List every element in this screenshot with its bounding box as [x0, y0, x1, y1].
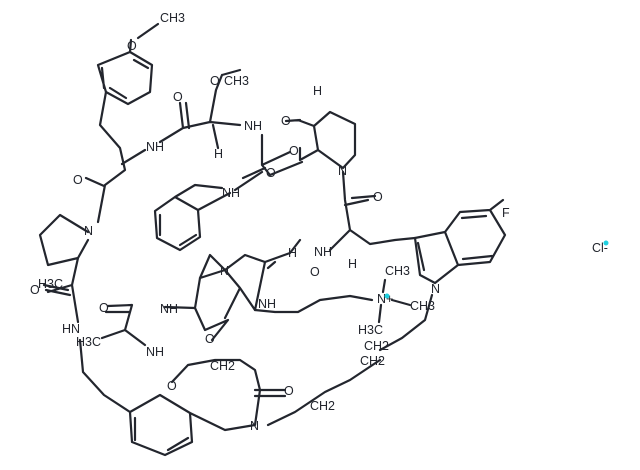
bonds	[38, 22, 507, 457]
atom-label: CH2	[210, 359, 235, 373]
atom-label: H3C	[76, 335, 101, 349]
thr-chain	[208, 68, 242, 150]
positive-charge-icon	[384, 293, 390, 299]
atom-label: O	[30, 283, 40, 297]
atom-label: O	[73, 173, 83, 187]
atom-label: H	[214, 147, 223, 161]
atom-labels: O CH3 O CH3 O NH H NH O H O O NH O N N O…	[30, 11, 608, 433]
atom-label: H	[313, 84, 322, 98]
trp-chain	[328, 170, 417, 252]
atom-label: NH	[146, 140, 164, 154]
atom-label: O	[281, 114, 291, 128]
atom-label: O	[289, 144, 299, 158]
indole-n-chain	[266, 293, 434, 427]
ammonium	[253, 278, 412, 324]
atom-label: O	[284, 384, 294, 398]
atom-label: CH3	[160, 11, 185, 25]
atom-label: O	[373, 190, 383, 204]
bicyclic	[233, 110, 357, 192]
atom-label: NH	[146, 345, 164, 359]
atom-label: H3C	[358, 323, 383, 337]
ala-chain	[78, 338, 287, 457]
atom-label: O	[167, 379, 177, 393]
methoxy-bond	[128, 22, 160, 54]
atom-label: O	[266, 166, 276, 180]
atom-label: NH	[244, 119, 262, 133]
atom-label: O	[310, 265, 320, 279]
atom-label: NH	[222, 186, 240, 200]
atom-label: H	[288, 246, 297, 260]
atom-label: O	[173, 90, 183, 104]
atom-label: F	[502, 206, 510, 220]
atom-label: O	[99, 301, 109, 315]
atom-label: N	[250, 419, 259, 433]
atom-label: NH	[160, 302, 178, 316]
ala-core	[100, 238, 302, 347]
chloride-ion: Cl-	[592, 241, 608, 255]
atom-label: N	[84, 224, 93, 238]
atom-label: N	[431, 282, 440, 296]
atom-label: O	[205, 332, 215, 346]
proline	[38, 213, 90, 324]
atom-label: N+	[377, 292, 393, 306]
methoxyphenyl-ring	[96, 50, 154, 106]
indole	[413, 198, 507, 285]
atom-label: CH3	[385, 264, 410, 278]
atom-label: H	[348, 257, 357, 271]
atom-label: CH3	[410, 299, 435, 313]
atom-label: CH2	[364, 339, 389, 353]
atom-label: O	[210, 74, 220, 88]
negative-charge-icon	[603, 240, 609, 246]
atom-label: N	[338, 164, 347, 178]
atom-label: O	[127, 39, 137, 53]
azetidine-link	[198, 253, 267, 280]
atom-label: N	[220, 264, 229, 278]
atom-label: HN	[62, 322, 80, 336]
benzyl-ring	[153, 183, 232, 252]
atom-label: NH	[314, 245, 332, 259]
tyr-chain	[84, 90, 242, 224]
atom-label: H3C	[38, 277, 63, 291]
atom-label: CH3	[224, 74, 249, 88]
atom-label: NH	[258, 297, 276, 311]
atom-label: CH2	[310, 399, 335, 413]
atom-label: CH2	[360, 354, 385, 368]
